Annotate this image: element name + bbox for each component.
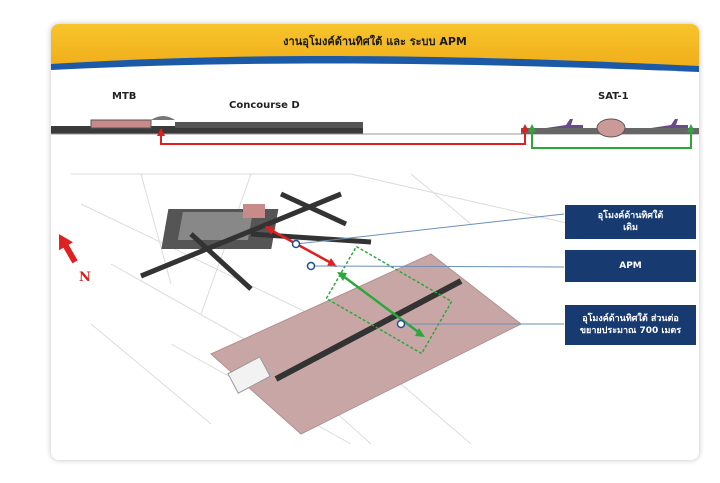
header-band (51, 24, 699, 84)
marker-apm (306, 261, 316, 271)
airport-diagram (51, 116, 699, 445)
terminal-elevation (51, 116, 699, 138)
callout-tunnel-extension: อุโมงค์ด้านทิศใต้ ส่วนต่อขยายประมาณ 700 … (565, 305, 696, 345)
north-arrow-icon (59, 234, 78, 264)
marker-extension (396, 319, 406, 329)
callout-leaders (295, 213, 565, 325)
ground-building (227, 356, 271, 394)
existing-tunnel-line (268, 227, 334, 266)
satellite-apron (210, 253, 522, 435)
callout-apm: APM (565, 250, 696, 282)
mtb-label: MTB (112, 91, 137, 102)
marker-existing-tunnel (291, 239, 301, 249)
diagram-card: งานอุโมงค์ด้านทิศใต้ และ ระบบ APM MTB Co… (51, 24, 699, 460)
concourse-d-label: Concourse D (229, 100, 300, 111)
sat1-label: SAT-1 (598, 91, 629, 102)
elevation-connectors (157, 124, 695, 149)
diagram-title: งานอุโมงค์ด้านทิศใต้ และ ระบบ APM (283, 35, 467, 48)
satellite-building (274, 278, 463, 382)
north-label: N (79, 270, 91, 285)
callout-existing-tunnel: อุโมงค์ด้านทิศใต้เดิม (565, 205, 696, 239)
main-terminal (140, 191, 372, 291)
